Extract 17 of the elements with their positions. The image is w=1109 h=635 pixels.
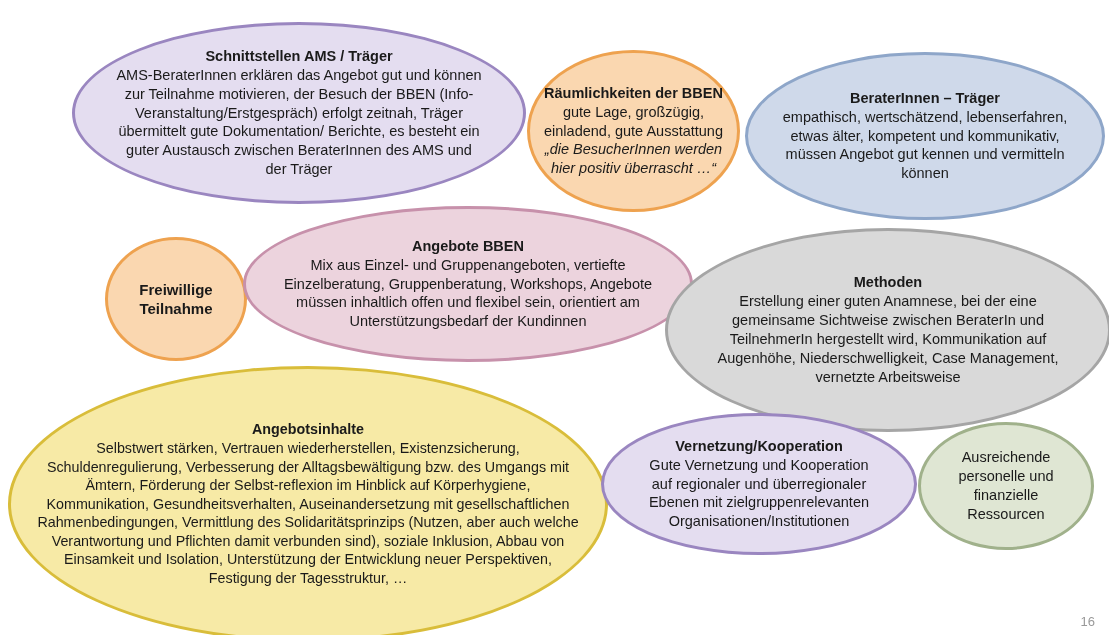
body-text: AMS-BeraterInnen erklären das Angebot gut und können zur Teilnahme motivieren, der Besuch der BBEN (Info-Veranstaltung/Erstgespräch) erfolgt zeitnah, Träger übermittelt gute Dokumentation/ Berichte, es besteht ein guter Austausch zwischen BeraterInnen des AMS und der Träger — [115, 65, 483, 179]
heading: BeraterInnen – Träger — [849, 88, 1001, 108]
heading: Angebote BBEN — [411, 236, 525, 256]
heading: Angebotsinhalte — [251, 420, 365, 439]
body-text: Erstellung einer guten Anamnese, bei der eine gemeinsame Sichtweise zwischen BeraterIn und TeilnehmerIn hergestellt wird, Kommunikation auf Augenhöhe, Niederschwelligkeit, Case Management, vernetzte Arbeitsweise — [716, 292, 1060, 387]
heading: Methoden — [852, 273, 924, 293]
body-text: Freiwillige Teilnahme — [138, 279, 214, 319]
heading: Räumlichkeiten der BBEN — [543, 83, 724, 103]
body-text: empathisch, wertschätzend, lebenserfahren, etwas älter, kompetent und kommunikativ, müssen Angebot gut kennen und vermitteln können — [781, 107, 1069, 184]
heading: Vernetzung/Kooperation — [674, 436, 844, 456]
heading: Schnittstellen AMS / Träger — [204, 47, 394, 66]
body-text: Selbstwert stärken, Vertrauen wiederherstellen, Existenzsicherung, Schuldenregulierung, Verbesserung der Alltagsbewältigung bzw. des Umgangs mit Ämtern, Förderung der Selbst-reflexion im Hinblick auf Körperhygiene, Kommunikation, Gesundheitsverhalten, Auseinandersetzung mit gesellschaftlichen Rahmenbedingungen, Vermittlung des Solidaritätsprinzips (Nutzen, aber auch welche Verantwortung und Pflichten damit verbunden sind), soziale Inklusion, Abbau von Einsamkeit und Isolation, Unterstützung der Entwicklung neuer Perspektiven, Festigung der Tagesstruktur, … — [36, 438, 580, 588]
body-text: Ausreichende personelle und finanzielle Ressourcen — [957, 448, 1055, 524]
body-text: Gute Vernetzung und Kooperation auf regionaler und überregionaler Ebenen mit zielgruppenrelevanten Organisationen/Institutionen — [647, 455, 871, 532]
body-text: Mix aus Einzel- und Gruppenangeboten, vertiefte Einzelberatung, Gruppenberatung, Workshops, Angebote müssen inhaltlich offen und flexibel sein, orientiert am Unterstützungsbedarf der Kundinnen — [282, 255, 654, 332]
body-text: gute Lage, großzügig, einladend, gute Ausstattung „die BesucherInnen werden hier positiv überrascht …“ — [543, 102, 724, 179]
page-number: 16 — [1080, 614, 1095, 629]
